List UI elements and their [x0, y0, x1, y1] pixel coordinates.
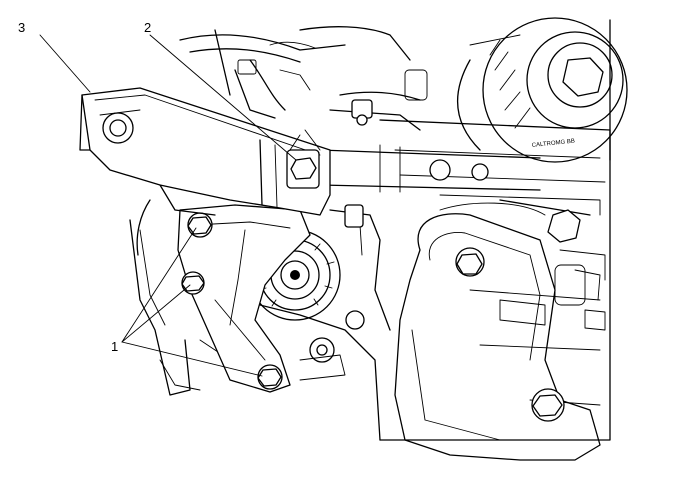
- hex-bolt-right: [547, 209, 581, 243]
- bolt-upper: [187, 212, 213, 238]
- leader-1a: [121, 227, 197, 343]
- callout-1: 1: [111, 339, 119, 354]
- hex-bolt-mount-upper: [456, 253, 483, 275]
- callout-2: 2: [144, 20, 152, 35]
- alternator: CALTROMG BB: [457, 17, 628, 163]
- bracket-end-bolt: [290, 157, 317, 180]
- callout-3: 3: [18, 20, 26, 35]
- left-support: [129, 199, 191, 396]
- leader-2: [149, 34, 297, 161]
- bolt-lower: [257, 364, 283, 390]
- leader-1c: [121, 341, 263, 377]
- leader-1b: [121, 284, 191, 343]
- alternator-label: CALTROMG BB: [532, 139, 576, 149]
- engine-mount: [394, 213, 601, 461]
- leader-3: [39, 34, 91, 93]
- engine-block: [379, 119, 611, 441]
- leader-lines: [39, 34, 297, 377]
- shaft: [319, 144, 591, 243]
- hex-bolt-mount-lower: [532, 394, 563, 417]
- bolt-middle: [181, 271, 205, 295]
- upper-bracket: [79, 87, 331, 216]
- wire-harness: [179, 26, 428, 131]
- lower-housing: [159, 204, 391, 441]
